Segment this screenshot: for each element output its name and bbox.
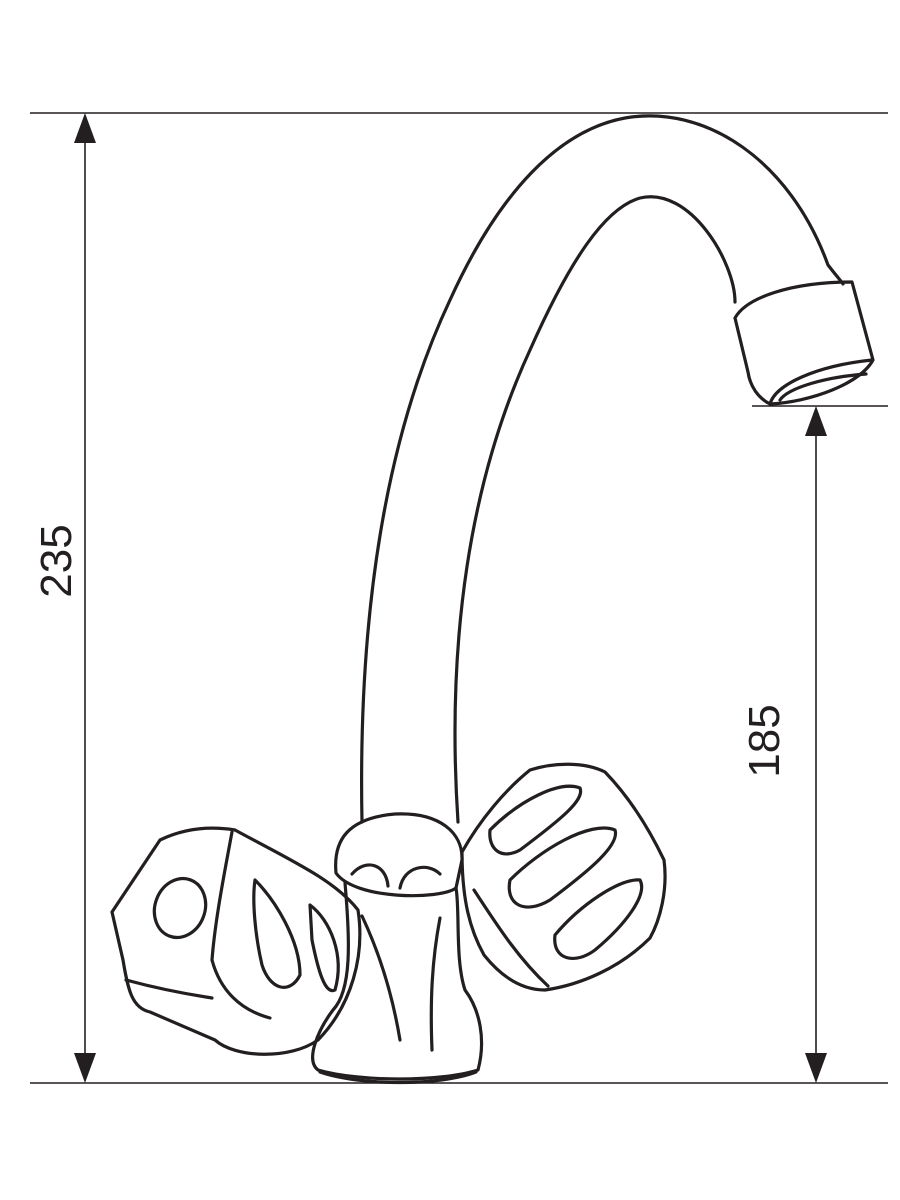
right-handle-inner-edge [472, 888, 550, 988]
spout-collar-hole-left [350, 863, 390, 888]
faucet-outline [110, 114, 875, 1085]
spout-height-arrow-top [805, 406, 827, 436]
left-handle-outline [110, 826, 362, 1056]
spout-height-label: 185 [740, 704, 789, 777]
right-handle-groove-2 [507, 826, 618, 909]
total-height-dimension: 235 [32, 113, 96, 1083]
spout-collar-hole-right [398, 865, 442, 890]
left-handle-facet-2 [210, 958, 272, 1020]
spout-height-arrow-bottom [805, 1053, 827, 1083]
aerator-outline [733, 280, 875, 406]
total-height-label: 235 [32, 524, 81, 597]
left-handle-cap-ring [152, 876, 208, 940]
spout-collar [334, 812, 464, 898]
aerator [733, 280, 875, 406]
left-handle-facet-3 [124, 978, 214, 1000]
total-height-arrow-bottom [74, 1053, 96, 1083]
valve-body-rib-right [429, 916, 442, 1052]
aerator-face [768, 358, 874, 406]
right-handle-groove-1 [488, 784, 583, 856]
right-handle [460, 762, 667, 992]
valve-body-rib-left [360, 914, 402, 1042]
right-handle-outline [460, 762, 667, 992]
spout-height-dimension: 185 [740, 406, 827, 1083]
aerator-inner-ring [778, 372, 868, 402]
left-handle [110, 826, 362, 1056]
spout-tube [360, 114, 845, 824]
left-handle-groove-2 [308, 903, 340, 993]
total-height-arrow-top [74, 113, 96, 143]
valve-body-base [318, 1070, 478, 1085]
valve-body [311, 881, 484, 1081]
left-handle-groove-1 [252, 878, 302, 989]
left-handle-facet-1 [210, 830, 234, 962]
right-handle-groove-3 [553, 878, 644, 960]
